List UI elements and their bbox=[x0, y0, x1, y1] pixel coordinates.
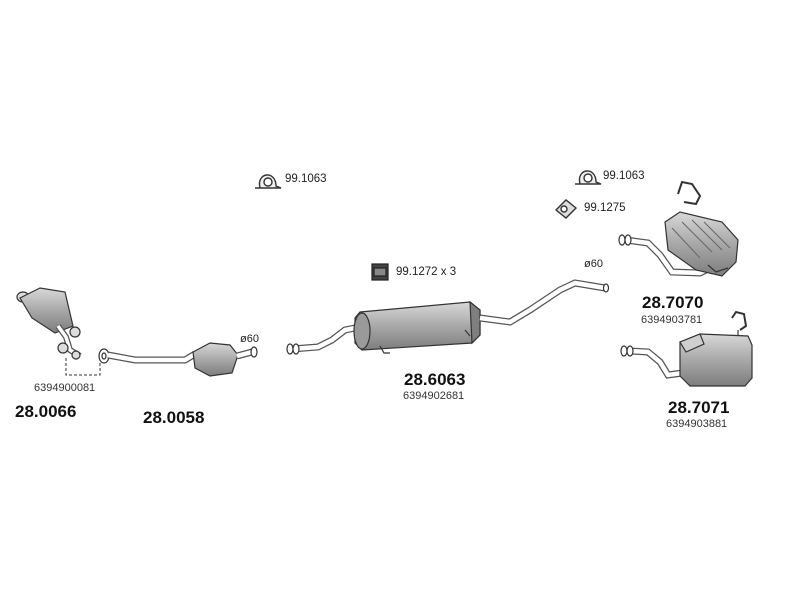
diameter-p3: ø60 bbox=[584, 258, 603, 270]
part-number-p2: 28.0058 bbox=[143, 408, 205, 427]
diameter-p2: ø60 bbox=[240, 333, 259, 345]
oe-number-p4: 6394903781 bbox=[641, 314, 703, 326]
clamp-icon-right bbox=[575, 170, 602, 185]
part-28-0058-drawing bbox=[98, 342, 258, 377]
accessory-label-clamp-center: 99.1063 bbox=[285, 173, 327, 185]
part-number-p3: 28.6063 bbox=[404, 370, 466, 389]
part-28-0066-drawing bbox=[16, 287, 82, 360]
clamp-icon-center bbox=[255, 174, 282, 189]
part-number-p4: 28.7070 bbox=[642, 293, 704, 312]
part-number-p1: 28.0066 bbox=[15, 402, 77, 421]
hanger-icon bbox=[554, 199, 578, 219]
connection-dashed-box bbox=[65, 358, 101, 376]
accessory-label-hanger: 99.1275 bbox=[584, 202, 626, 214]
part-28-7070-drawing bbox=[618, 180, 739, 277]
part-number-p5: 28.7071 bbox=[668, 398, 730, 417]
oe-number-p1: 6394900081 bbox=[34, 382, 96, 394]
part-28-6063-drawing bbox=[286, 279, 610, 355]
accessory-label-rubber-mount: 99.1272 x 3 bbox=[396, 266, 457, 278]
accessory-label-clamp-right: 99.1063 bbox=[603, 170, 645, 182]
oe-number-p3: 6394902681 bbox=[403, 390, 465, 402]
rubber-mount-icon bbox=[371, 263, 389, 281]
oe-number-p5: 6394903881 bbox=[666, 418, 728, 430]
part-28-7071-drawing bbox=[620, 310, 753, 387]
